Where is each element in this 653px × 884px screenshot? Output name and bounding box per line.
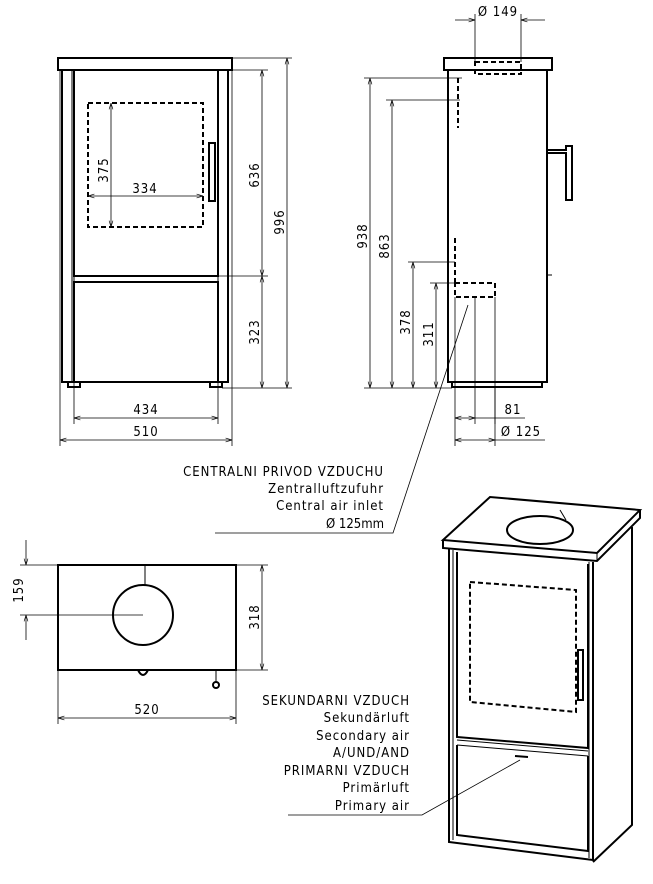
dim-window-width: 334 [132, 182, 157, 197]
dim-flue-top-height: 938 [356, 223, 371, 248]
window-outline [87, 102, 204, 228]
central-air-inlet-callout: CENTRALNI PRIVOD VZDUCHU Zentralluftzufu… [183, 304, 469, 534]
dim-width: 520 [134, 703, 159, 718]
label-text: A/UND/AND [333, 746, 410, 761]
door-handle [208, 142, 216, 202]
label-text: SEKUNDARNI VZDUCH [262, 694, 410, 709]
label-text: Central air inlet [276, 499, 384, 514]
dim-window-height: 375 [97, 157, 112, 182]
dim-total-height: 996 [273, 209, 288, 234]
door [73, 69, 219, 277]
label-text: PRIMARNI VZDUCH [284, 764, 410, 779]
label-text: Primary air [335, 799, 410, 814]
dim-door-height: 636 [248, 162, 263, 187]
dim-inner-width: 434 [133, 403, 158, 418]
dim-lower-height: 323 [248, 319, 263, 344]
front-view: 375 334 636 323 996 434 510 [57, 57, 292, 446]
dim-inlet-offset: 81 [505, 403, 522, 418]
label-text: Secondary air [316, 729, 410, 744]
label-text: Primärluft [343, 781, 410, 796]
perspective-view [440, 495, 643, 863]
label-text: CENTRALNI PRIVOD VZDUCHU [183, 465, 384, 480]
dim-total-width: 510 [133, 425, 158, 440]
air-callout: SEKUNDARNI VZDUCH Sekundärluft Secondary… [262, 694, 521, 816]
dim-depth: 318 [248, 604, 263, 629]
top-view: 159 318 520 [12, 540, 268, 724]
dim-air-inlet-center: 311 [422, 321, 437, 346]
dim-flue-rear-height: 863 [378, 233, 393, 258]
side-view: Ø 149 938 863 378 311 81 Ø 125 [356, 5, 573, 446]
lower-panel [73, 281, 219, 383]
label-text: Sekundärluft [324, 711, 410, 726]
label-text: Zentralluftzufuhr [268, 482, 384, 497]
dim-inlet-diameter: Ø 125 [501, 425, 541, 440]
label-text: Ø 125mm [326, 517, 384, 532]
dim-flue-offset: 159 [12, 577, 27, 602]
dim-air-inlet-height: 378 [399, 309, 414, 334]
dim-flue-diameter: Ø 149 [478, 5, 518, 20]
